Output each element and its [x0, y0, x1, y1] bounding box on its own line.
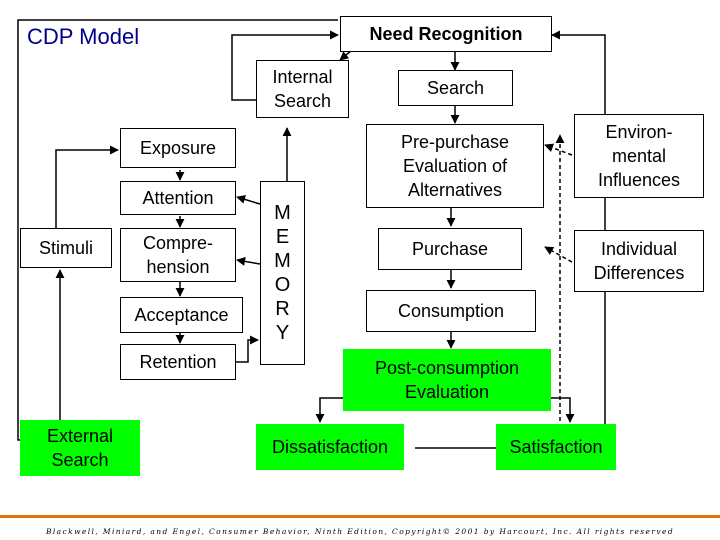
arrow-env-to-prepurchase — [544, 143, 573, 156]
memory-letter: R — [275, 298, 290, 320]
arrow-stimuli-to-exposure — [55, 145, 119, 232]
prepurchase-evaluation-box: Pre-purchase Evaluation of Alternatives — [366, 124, 544, 208]
consumption-box: Consumption — [366, 290, 536, 332]
arrow-post-to-satisfaction — [551, 397, 575, 423]
comprehension-box: Compre- hension — [120, 228, 236, 282]
memory-letter: Y — [275, 322, 290, 344]
search-box: Search — [398, 70, 513, 106]
dissatisfaction-box: Dissatisfaction — [256, 424, 404, 470]
need-recognition-box: Need Recognition — [340, 16, 552, 52]
diagram-title: CDP Model — [27, 24, 140, 49]
memory-box: M E M O R Y — [260, 181, 305, 365]
memory-letter: M — [274, 250, 291, 272]
postconsumption-evaluation-box: Post-consumption Evaluation — [343, 349, 551, 411]
memory-letter: O — [274, 274, 291, 296]
footer-divider — [0, 515, 720, 518]
environmental-influences-box: Environ- mental Influences — [574, 114, 704, 198]
exposure-box: Exposure — [120, 128, 236, 168]
memory-letter: E — [275, 226, 290, 248]
arrow-internal-search-loop — [231, 30, 339, 101]
purchase-box: Purchase — [378, 228, 522, 270]
external-search-box: External Search — [20, 420, 140, 476]
individual-differences-box: Individual Differences — [574, 230, 704, 292]
retention-box: Retention — [120, 344, 236, 380]
satisfaction-box: Satisfaction — [496, 424, 616, 470]
copyright-footer: Blackwell, Miniard, and Engel, Consumer … — [45, 527, 675, 536]
memory-letter: M — [274, 202, 291, 224]
internal-search-box: Internal Search — [256, 60, 349, 118]
attention-box: Attention — [120, 181, 236, 215]
stimuli-box: Stimuli — [20, 228, 112, 268]
arrow-need-to-external-search — [17, 19, 338, 441]
acceptance-box: Acceptance — [120, 297, 243, 333]
arrow-retention-to-memory — [236, 335, 259, 363]
arrow-indiv-to-purchase — [544, 246, 573, 263]
arrow-post-to-dissatisfaction — [315, 397, 343, 423]
arrow-memory-to-comprehension — [236, 256, 261, 266]
arrow-memory-to-attention — [236, 195, 261, 205]
